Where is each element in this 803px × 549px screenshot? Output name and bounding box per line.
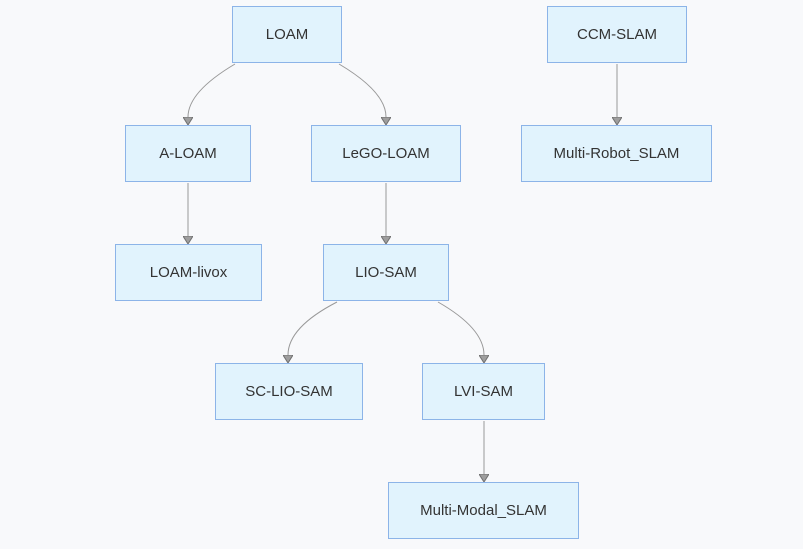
node-lvi-sam-label: LVI-SAM xyxy=(454,383,513,400)
node-a-loam: A-LOAM xyxy=(125,125,251,182)
node-sc-lio-sam-label: SC-LIO-SAM xyxy=(245,383,333,400)
node-multi-modal-slam-label: Multi-Modal_SLAM xyxy=(420,502,547,519)
node-lego-loam-label: LeGO-LOAM xyxy=(342,145,430,162)
node-loam-livox: LOAM-livox xyxy=(115,244,262,301)
edge-lio-sam-to-sc-lio-sam xyxy=(288,301,338,355)
node-lvi-sam: LVI-SAM xyxy=(422,363,545,420)
node-loam-livox-label: LOAM-livox xyxy=(149,264,228,281)
edge-loam-to-a-loam xyxy=(188,63,236,117)
node-loam-label: LOAM xyxy=(265,26,309,43)
node-multi-robot-slam: Multi-Robot_SLAM xyxy=(521,125,712,182)
edge-loam-to-lego-loam xyxy=(338,63,386,117)
node-lego-loam: LeGO-LOAM xyxy=(311,125,461,182)
node-ccm-slam-label: CCM-SLAM xyxy=(576,26,657,43)
node-sc-lio-sam: SC-LIO-SAM xyxy=(215,363,363,420)
node-a-loam-label: A-LOAM xyxy=(159,145,217,162)
node-lio-sam: LIO-SAM xyxy=(323,244,449,301)
edge-lio-sam-to-lvi-sam xyxy=(437,301,484,355)
node-multi-robot-slam-label: Multi-Robot_SLAM xyxy=(553,145,680,162)
node-multi-modal-slam: Multi-Modal_SLAM xyxy=(388,482,579,539)
node-loam: LOAM xyxy=(232,6,342,63)
node-lio-sam-label: LIO-SAM xyxy=(355,264,417,281)
node-ccm-slam: CCM-SLAM xyxy=(547,6,687,63)
